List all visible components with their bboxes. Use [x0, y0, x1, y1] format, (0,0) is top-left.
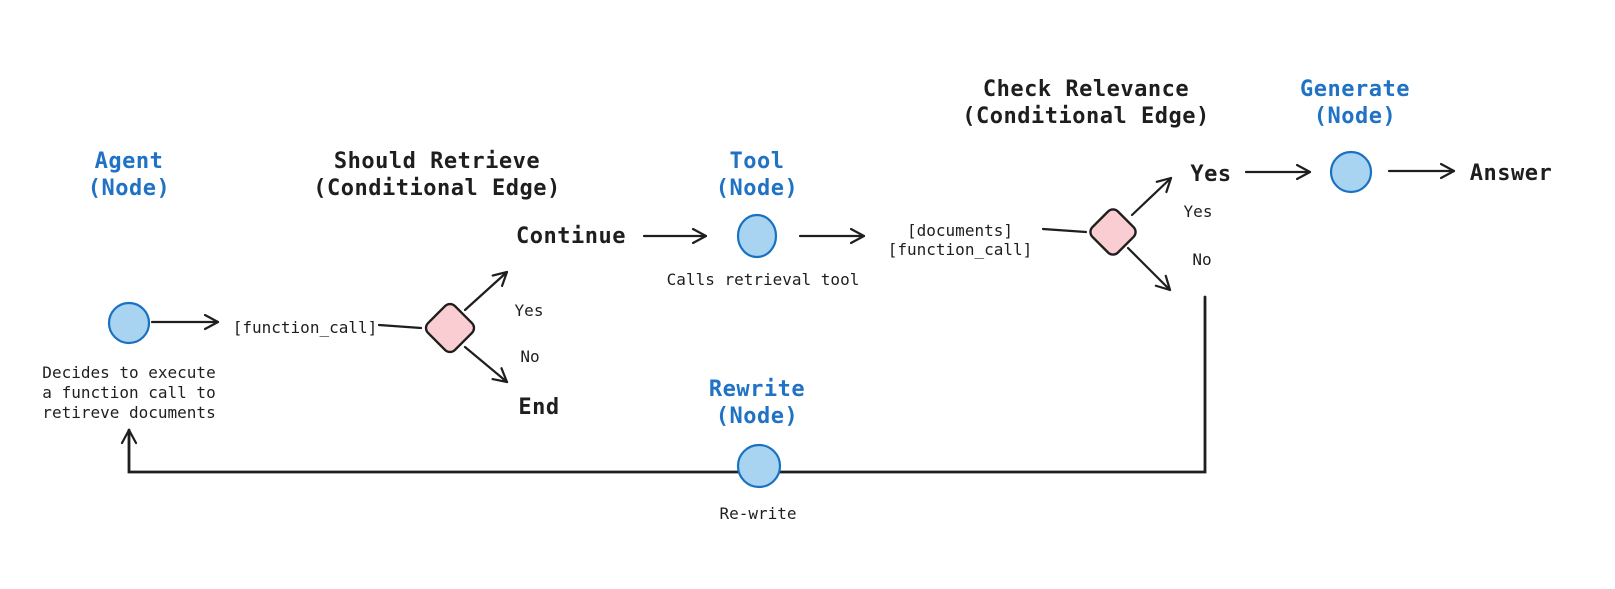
check-relevance-yes-result-label: Yes [1190, 162, 1232, 187]
documents-function-call-edge-label: [documents] [function_call] [887, 221, 1033, 259]
edge-documents-to-check-relevance-line [1041, 227, 1088, 234]
edge-check-relevance-yes-arrow [1130, 176, 1173, 217]
should-retrieve-title: Should Retrieve (Conditional Edge) [313, 149, 561, 201]
edge-should-retrieve-yes-arrow [463, 270, 509, 312]
generate-node-title: Generate (Node) [1300, 77, 1410, 129]
rewrite-node-title: Rewrite (Node) [708, 377, 806, 429]
should-retrieve-no-label: No [520, 347, 540, 366]
check-relevance-no-label: No [1192, 250, 1212, 269]
edge-function-call-to-should-retrieve-line [377, 323, 423, 330]
check-relevance-yes-label: Yes [1183, 202, 1213, 221]
edge-should-retrieve-no-arrow [463, 345, 509, 384]
should-retrieve-decision-diamond [424, 302, 476, 354]
end-result-label: End [518, 395, 560, 420]
tool-node-title: Tool (Node) [715, 149, 799, 201]
agent-node-caption: Decides to execute a function call to re… [42, 363, 216, 422]
should-retrieve-yes-label: Yes [514, 301, 544, 320]
agent-node-circle [107, 301, 151, 345]
continue-result-label: Continue [516, 224, 626, 249]
agent-node-title: Agent (Node) [87, 149, 171, 201]
check-relevance-title: Check Relevance (Conditional Edge) [962, 77, 1210, 129]
answer-output-label: Answer [1469, 161, 1553, 186]
check-relevance-decision-diamond [1089, 208, 1137, 256]
rewrite-node-circle [736, 443, 782, 489]
rewrite-node-caption: Re-write [719, 504, 797, 523]
generate-node-circle [1329, 150, 1373, 194]
tool-node-circle [736, 213, 778, 259]
tool-node-caption: Calls retrieval tool [666, 270, 860, 289]
edge-rewrite-loop-to-agent-arrow [120, 295, 1207, 474]
function-call-edge-label: [function_call] [232, 318, 378, 337]
edge-check-relevance-no-arrow [1126, 246, 1172, 292]
